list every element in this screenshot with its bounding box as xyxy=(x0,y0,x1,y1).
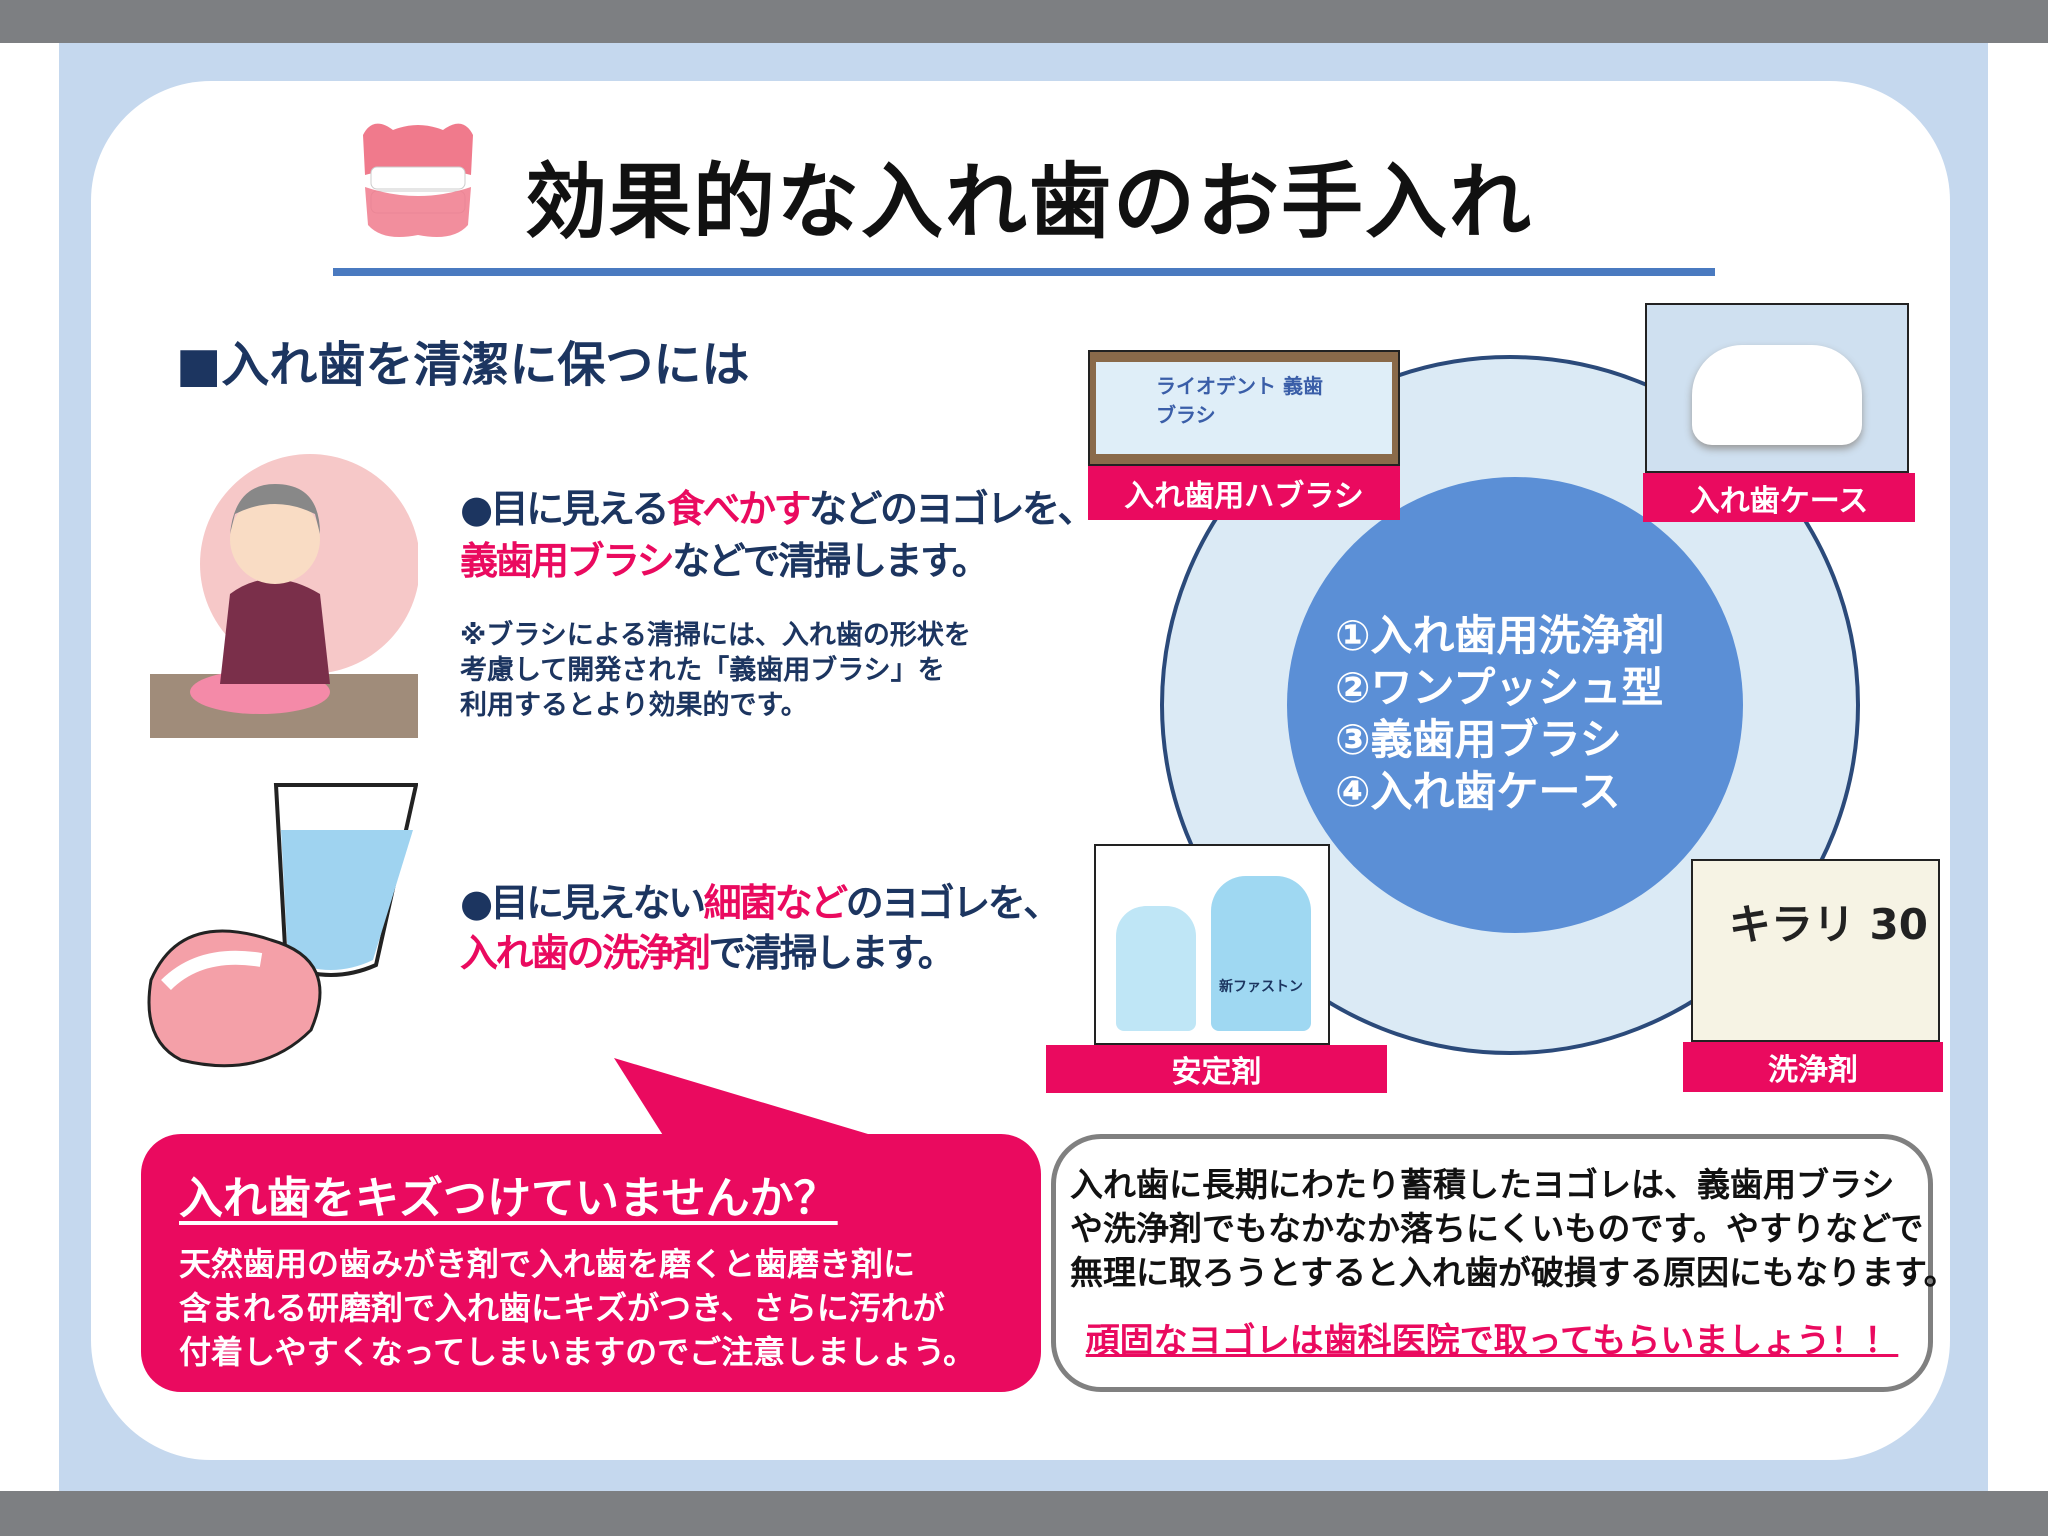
page-title: 効果的な入れ歯のお手入れ xyxy=(525,155,1534,250)
speech-bubble-tail xyxy=(614,1058,888,1140)
top-bar xyxy=(0,0,2048,43)
block1-line1: ●目に見える食べかすなどのヨゴレを、 xyxy=(460,487,1096,531)
warning-line: 入れ歯に長期にわたり蓄積したヨゴレは、義歯用ブラシ xyxy=(1070,1165,1895,1204)
caution-speech-bubble: 入れ歯をキズつけていませんか？ 天然歯用の歯みがき剤で入れ歯を磨くと歯磨き剤に … xyxy=(141,1134,1041,1392)
label-cleaner: 洗浄剤 xyxy=(1683,1042,1943,1092)
denture-brush-photo: ライオデント 義歯ブラシ xyxy=(1088,350,1400,466)
warning-box: 入れ歯に長期にわたり蓄積したヨゴレは、義歯用ブラシ や洗浄剤でもなかなか落ちにく… xyxy=(1051,1134,1957,1392)
caution-line: 天然歯用の歯みがき剤で入れ歯を磨くと歯磨き剤に xyxy=(179,1245,916,1283)
stabilizer-photo: 新ファストン xyxy=(1094,844,1330,1045)
block2-line2: 入れ歯の洗浄剤で清掃します。 xyxy=(460,931,956,975)
denture-icon xyxy=(363,123,473,238)
caution-heading: 入れ歯をキズつけていませんか？ xyxy=(179,1173,838,1224)
inner-circle xyxy=(1287,477,1743,933)
warning-line: や洗浄剤でもなかなか落ちにくいものです。やすりなどで xyxy=(1070,1209,1924,1248)
title-underline xyxy=(333,268,1715,276)
denture-case-photo xyxy=(1645,303,1909,473)
warning-line: 無理に取ろうとすると入れ歯が破損する原因にもなります。 xyxy=(1070,1253,1957,1292)
cleaner-photo: キラリ 30 xyxy=(1691,859,1940,1042)
label-denture-case: 入れ歯ケース xyxy=(1643,473,1915,522)
warning-emphasis: 頑固なヨゴレは歯科医院で取ってもらいましょう！！ xyxy=(1085,1321,1899,1361)
bottom-bar xyxy=(0,1491,2048,1536)
label-denture-brush: 入れ歯用ハブラシ xyxy=(1088,466,1400,520)
block2-line1: ●目に見えない細菌などのヨゴレを、 xyxy=(460,881,1061,925)
block1-note: ※ブラシによる清掃には、入れ歯の形状を考慮して開発された「義歯用ブラシ」を利用す… xyxy=(460,620,971,721)
label-stabilizer: 安定剤 xyxy=(1046,1045,1387,1093)
block1-line2: 義歯用ブラシなどで清掃します。 xyxy=(460,539,990,583)
elderly-woman-brushing-illustration xyxy=(150,454,418,738)
caution-line: 含まれる研磨剤で入れ歯にキズがつき、さらに汚れが xyxy=(179,1289,945,1327)
denture-in-glass-illustration xyxy=(147,783,418,1068)
caution-line: 付着しやすくなってしまいますのでご注意しましょう。 xyxy=(179,1333,976,1371)
section-heading: ■入れ歯を清潔に保つには xyxy=(176,337,750,393)
